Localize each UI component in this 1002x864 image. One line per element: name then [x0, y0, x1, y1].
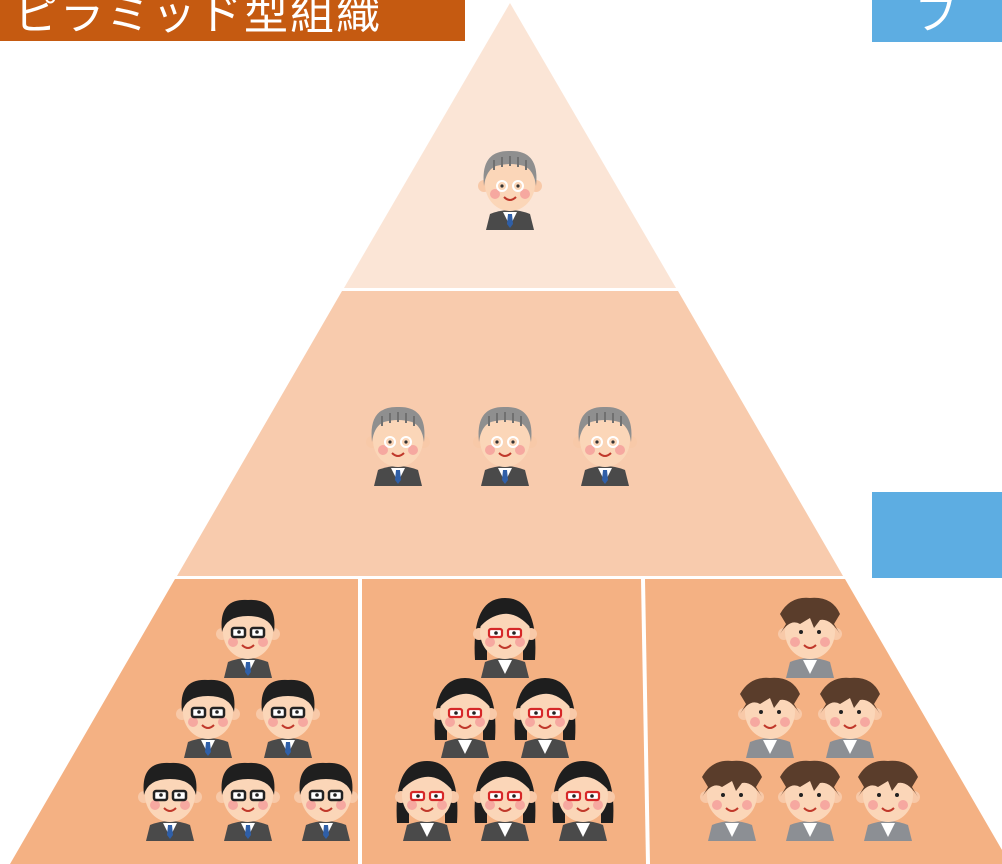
- elder-person-icon: [478, 150, 542, 230]
- title-box: ピラミッド型組織: [0, 0, 465, 41]
- woman-red-glasses-person-icon: [395, 761, 459, 841]
- woman-red-glasses-person-icon: [433, 678, 497, 758]
- woman-red-glasses-person-icon: [551, 761, 615, 841]
- glasses-man-person-icon: [176, 679, 240, 758]
- young-man-person-icon: [778, 760, 842, 841]
- young-man-person-icon: [818, 677, 882, 758]
- young-man-person-icon: [738, 677, 802, 758]
- right-side-box: [872, 492, 1002, 578]
- glasses-man-person-icon: [256, 679, 320, 758]
- elder-person-icon: [473, 406, 537, 486]
- woman-red-glasses-person-icon: [473, 598, 537, 678]
- glasses-man-person-icon: [216, 762, 280, 841]
- young-man-person-icon: [700, 760, 764, 841]
- elder-person-icon: [573, 406, 637, 486]
- woman-red-glasses-person-icon: [473, 761, 537, 841]
- elder-person-icon: [366, 406, 430, 486]
- right-label-box: フ: [872, 0, 1002, 42]
- young-man-person-icon: [856, 760, 920, 841]
- woman-red-glasses-person-icon: [513, 678, 577, 758]
- glasses-man-person-icon: [294, 762, 358, 841]
- diagram-title: ピラミッド型組織: [14, 0, 382, 40]
- glasses-man-person-icon: [138, 762, 202, 841]
- young-man-person-icon: [778, 597, 842, 678]
- right-label-text: フ: [914, 0, 958, 40]
- tier-top: [344, 3, 676, 288]
- glasses-man-person-icon: [216, 599, 280, 678]
